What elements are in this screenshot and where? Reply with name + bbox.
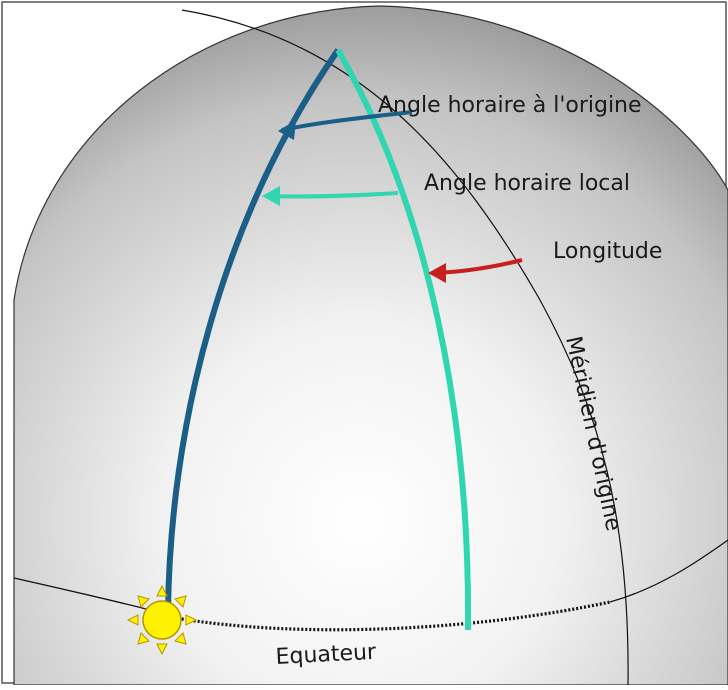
label-equator: Equateur [275,640,378,670]
sun-icon [126,584,198,656]
label-longitude: Longitude [553,239,662,264]
prime-meridian-line [181,9,629,686]
local-meridian [335,48,472,631]
label-hour-angle-origin: Angle horaire à l'origine [378,93,642,118]
arrow-local-hour-angle [262,186,399,206]
arrow-hour-angle-origin [278,110,413,140]
arrow-longitude [428,258,523,283]
label-local-hour-angle: Angle horaire local [424,171,630,196]
sphere [13,5,728,686]
